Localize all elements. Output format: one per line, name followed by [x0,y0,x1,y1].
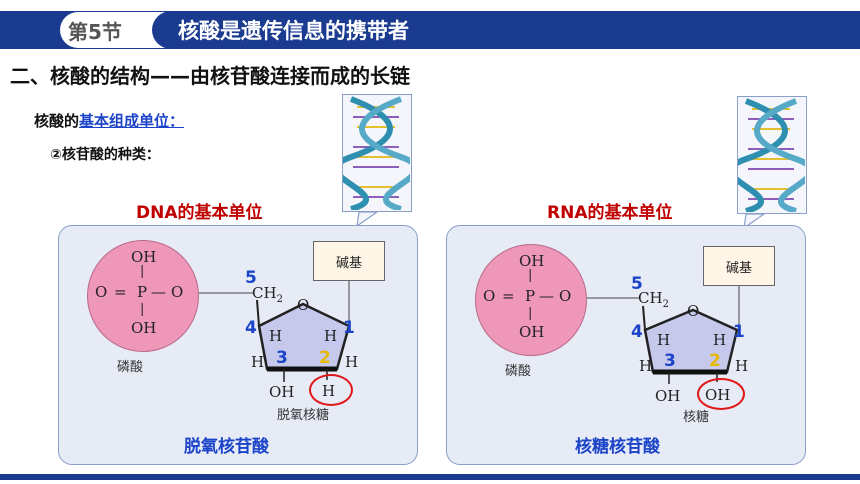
rna-unit-title: RNA的基本单位 [547,203,673,223]
rna-base-box: 碱基 [703,246,775,286]
rna-phosphate-bond-bottom: | [528,306,533,321]
helix-icon [728,98,814,214]
dna-c3-oh: OH [269,383,295,401]
rna-phosphate-o-right: O [559,287,572,305]
rna-nucleotide-panel: OH | O = P — O | OH 磷酸 碱基 5 CH2 O 4 H H … [446,225,806,465]
subtitle-prefix: 核酸的 [34,112,80,130]
section-heading: 二、核酸的结构——由核苷酸连接而成的长链 [10,64,410,88]
rna-c2-highlight-ring [697,378,745,410]
dna-carbon-5: 5 [245,268,257,288]
subtitle-highlight: 基本组成单位： [79,112,185,130]
dna-structure-lines [199,281,351,382]
rna-ring-oxygen: O [687,302,700,320]
rna-phosphate-oh-bottom: OH [519,323,545,341]
dna-helix-illustration-right [728,96,814,214]
rna-phosphate-o-left: O [483,287,496,305]
rna-phosphate-label: 磷酸 [505,364,532,379]
dna-phosphate-oh-top: OH [131,248,157,266]
rna-structure-lines [587,286,740,384]
footer-bar [0,474,860,480]
rna-phosphate-oh-top: OH [519,252,545,270]
dna-ch2-sub: 2 [276,294,283,305]
dna-helix-illustration-left [333,94,419,212]
dna-carbon-3: 3 [276,348,288,368]
dna-ring-oxygen: O [297,296,310,314]
rna-carbon-2: 2 [709,351,721,371]
rna-phosphate-circle [475,244,587,356]
dna-carbon-4: 4 [245,318,257,338]
dna-phosphate-dash: — [151,283,166,301]
dna-c3-h-left: H [251,353,265,371]
dna-phosphate-label: 磷酸 [117,360,144,375]
callout-pointer-right [742,213,766,232]
dna-c4-h: H [269,327,283,345]
dna-phosphate-double-bond: = [114,283,127,301]
dna-carbon-2: 2 [319,348,331,368]
dna-phosphate-bond-bottom: | [140,302,145,317]
rna-phosphate-bond-top: | [528,268,533,283]
subheading: ②核苷酸的种类： [50,147,160,163]
dna-nucleotide-caption: 脱氧核苷酸 [184,437,269,457]
dna-c1-h-right: H [345,353,359,371]
rna-carbon-1: 1 [733,322,745,342]
rna-c1-h: H [713,331,727,349]
rna-phosphate-double-bond: = [502,287,515,305]
dna-sugar-label: 脱氧核糖 [277,408,330,423]
dna-phosphate-oh-bottom: OH [131,319,157,337]
dna-phosphate-o-left: O [95,283,108,301]
rna-sugar-label: 核糖 [683,410,710,425]
dna-ch2: CH2 [252,284,283,305]
dna-phosphate-p: P [137,283,148,301]
dna-unit-title: DNA的基本单位 [136,203,263,223]
dna-carbon-1: 1 [343,318,355,338]
rna-phosphate-p: P [525,287,536,305]
rna-c3-h-left: H [639,357,653,375]
rna-c3-oh: OH [655,387,681,405]
rna-ch2-sub: 2 [662,299,669,310]
helix-icon [333,96,419,212]
dna-ch2-text: CH [252,284,277,302]
rna-phosphate-dash: — [539,287,554,305]
rna-carbon-5: 5 [631,274,643,294]
dna-nucleotide-panel: OH | O = P — O | OH 磷酸 碱基 5 CH2 O 4 H H … [58,225,418,465]
dna-phosphate-circle [87,240,199,352]
rna-carbon-3: 3 [664,351,676,371]
dna-phosphate-o-right: O [171,283,184,301]
rna-carbon-4: 4 [631,322,643,342]
rna-ch2: CH2 [638,289,669,310]
rna-ch2-text: CH [638,289,663,307]
dna-c1-h: H [324,327,338,345]
page-title: 核酸是遗传信息的携带者 [152,11,860,49]
rna-c1-h-right: H [735,357,749,375]
callout-pointer-left [355,211,379,230]
rna-c4-h: H [657,331,671,349]
subtitle: 核酸的基本组成单位： [34,110,184,131]
dna-phosphate-bond-top: | [140,264,145,279]
rna-nucleotide-caption: 核糖核苷酸 [575,437,660,457]
dna-c2-highlight-ring [309,374,353,406]
dna-base-box: 碱基 [313,241,385,281]
